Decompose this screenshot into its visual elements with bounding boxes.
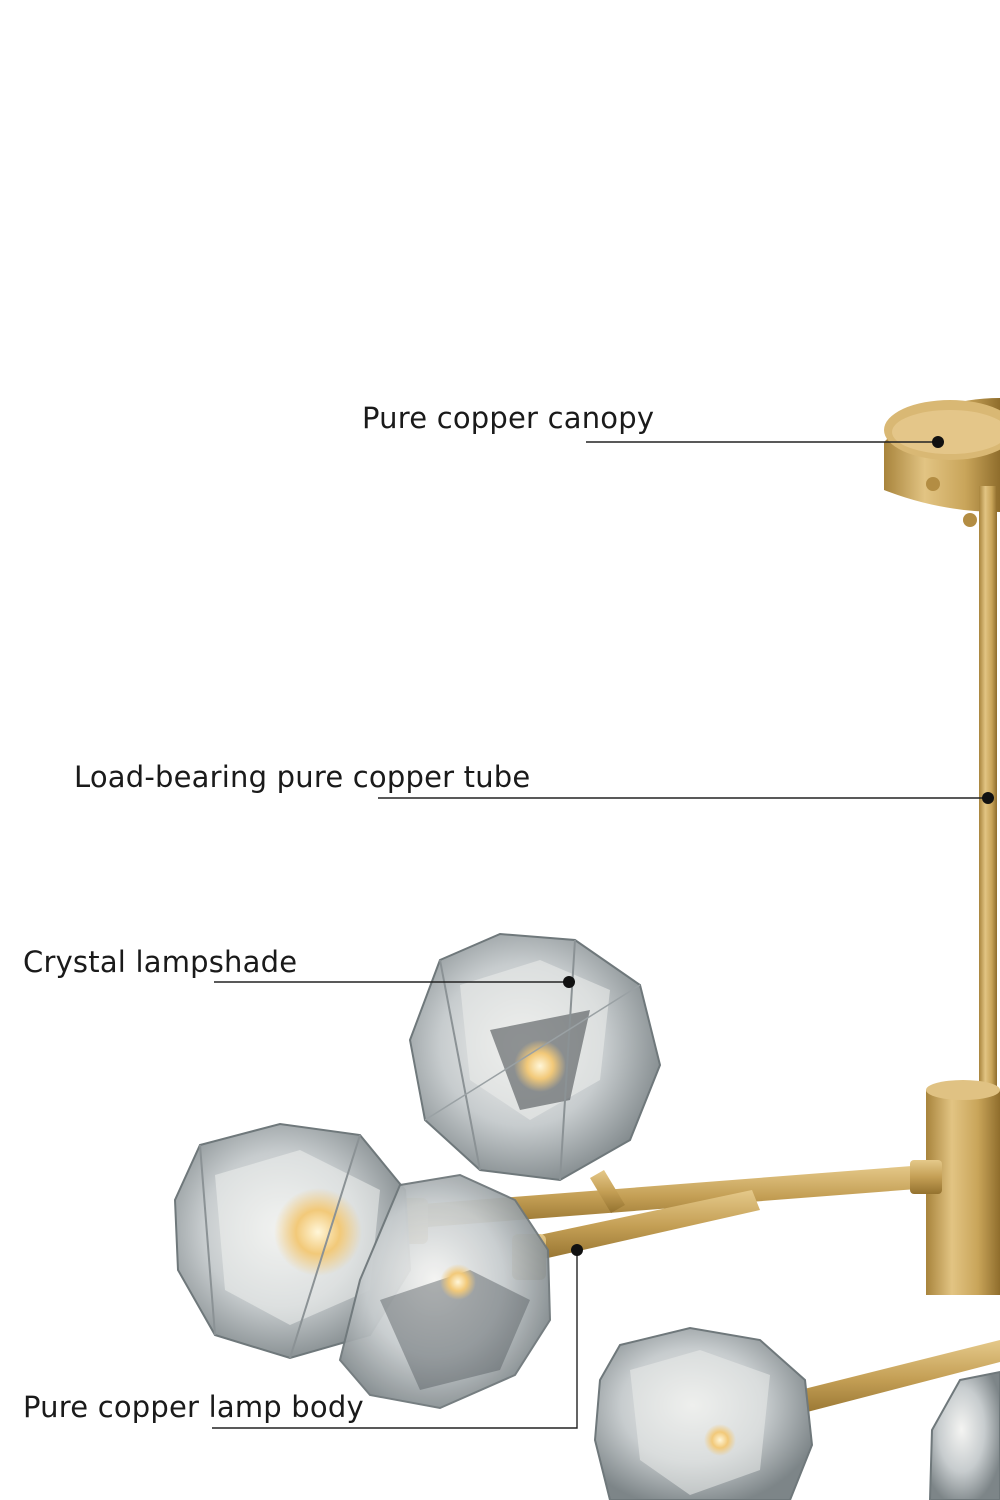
lamp-body-dot — [571, 1244, 583, 1256]
canopy-label: Pure copper canopy — [362, 401, 655, 435]
crystal-shade-bottom — [593, 1326, 814, 1500]
leader-lines — [212, 441, 988, 1429]
crystal-shade-middle — [338, 1173, 552, 1410]
canopy-dot — [932, 436, 944, 448]
crystal-shade-top — [408, 932, 662, 1182]
crystal-shade-left — [173, 1122, 412, 1360]
crystal-lampshades — [173, 932, 1000, 1500]
canopy — [884, 398, 1000, 527]
tube-label: Load-bearing pure copper tube — [74, 760, 531, 794]
tube-dot — [982, 792, 994, 804]
lamp-body-label: Pure copper lamp body — [23, 1390, 364, 1424]
lampshade-dot — [563, 976, 575, 988]
leader-dots — [563, 436, 994, 1256]
crystal-shade-right — [928, 1370, 1000, 1500]
copper-tube — [979, 486, 997, 1096]
lampshade-label: Crystal lampshade — [23, 945, 298, 979]
lamp-body-leader-line — [212, 1250, 578, 1429]
